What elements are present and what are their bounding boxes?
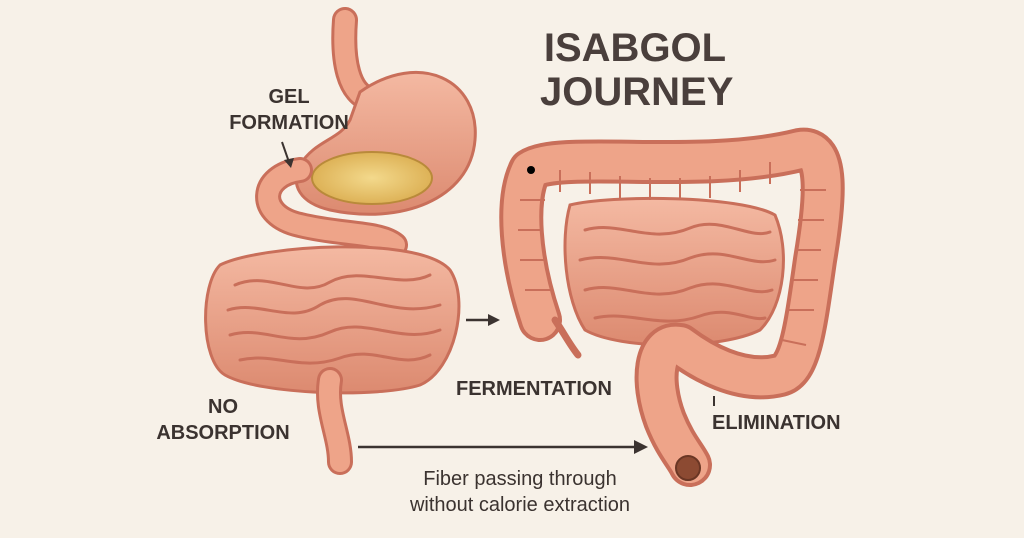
stool-pellet [675,455,701,481]
title-line-2: JOURNEY [540,70,734,114]
gel-pointer-arrow-icon [281,141,294,168]
no-absorption-line-2: ABSORPTION [156,422,290,444]
transit-caption: Fiber passing through without calorie ex… [370,466,670,518]
gel-formation-label: GEL FORMATION [214,84,364,136]
transit-arrow-icon [358,440,648,454]
gel-formation-line-2: FORMATION [229,112,349,134]
gel-mass [311,151,433,205]
caption-line-1: Fiber passing through [423,468,617,490]
title-line-1: ISABGOL [543,26,727,70]
caption-line-2: without calorie extraction [409,494,631,516]
diagram-title: ISABGOL JOURNEY [540,26,734,114]
small-intestine-icon [204,245,461,475]
elimination-label: ELIMINATION [712,412,841,434]
gel-formation-line-1: GEL [268,86,310,108]
fermentation-label: FERMENTATION [456,378,612,400]
large-intestine-icon [499,127,845,487]
arrow-right-icon [466,314,500,326]
stomach-icon [255,7,477,258]
no-absorption-line-1: NO [208,396,238,418]
no-absorption-label: NO ABSORPTION [148,394,298,446]
